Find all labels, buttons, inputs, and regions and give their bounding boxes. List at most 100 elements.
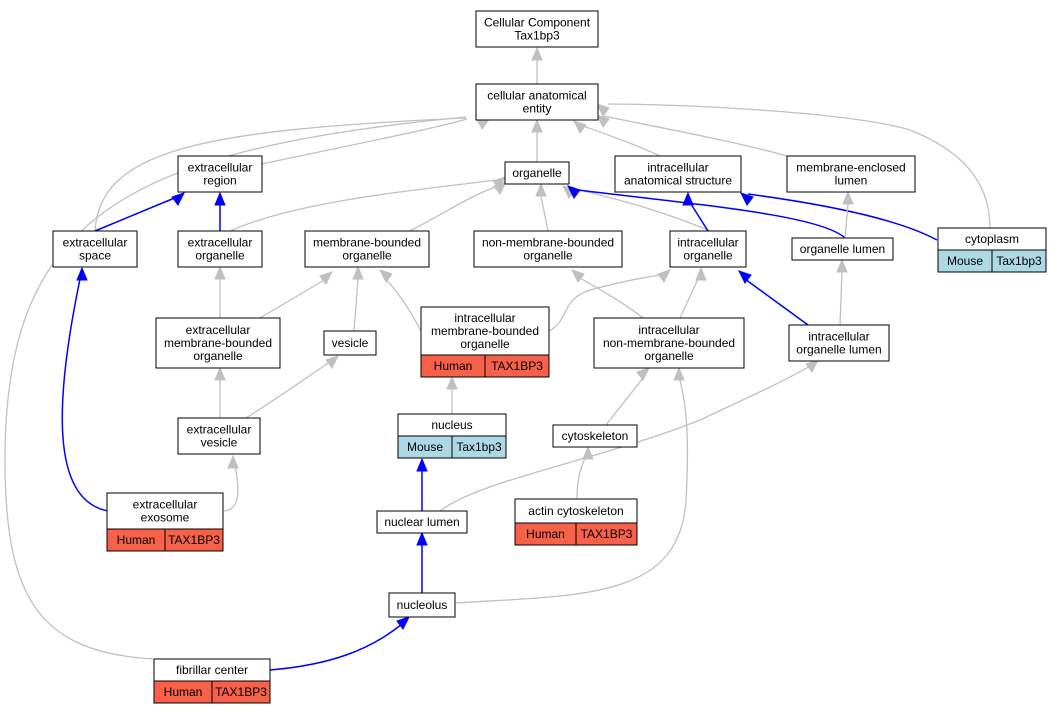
node-box xyxy=(593,317,745,369)
node-label-line: lumen xyxy=(835,174,868,188)
go-term-node-ves[interactable]: vesicle xyxy=(323,330,377,356)
is-a-arrowhead xyxy=(214,366,226,381)
node-label-line: organelle xyxy=(460,337,510,351)
node-label-line: nuclear lumen xyxy=(384,515,459,529)
species-label: Human xyxy=(117,533,156,547)
go-term-node-imbo[interactable]: intracellularmembrane-boundedorganelleHu… xyxy=(420,306,550,378)
is-a-arrowhead xyxy=(319,271,333,285)
go-term-node-nuo[interactable]: nucleolus xyxy=(388,592,456,618)
part-of-arrowhead xyxy=(171,192,185,206)
is-a-edge xyxy=(576,457,586,500)
node-label-line: organelle xyxy=(683,249,733,263)
gene-label: TAX1BP3 xyxy=(215,685,267,699)
node-label-line: extracellular xyxy=(186,323,251,337)
is-a-arrowhead xyxy=(214,265,226,280)
is-a-edge xyxy=(605,377,644,426)
node-box xyxy=(614,155,742,193)
is-a-arrowhead xyxy=(596,114,610,128)
is-a-edge xyxy=(839,271,843,326)
part-of-arrowhead xyxy=(396,616,410,630)
is-a-arrowhead xyxy=(573,120,587,134)
is-a-edge xyxy=(607,103,991,229)
part-of-arrowhead xyxy=(214,191,226,206)
go-term-node-org[interactable]: organelle xyxy=(504,161,570,185)
part-of-arrowhead xyxy=(416,531,428,546)
node-label-line: extracellular xyxy=(63,236,128,250)
node-label-line: non-membrane-bounded xyxy=(603,336,735,350)
is-a-arrowhead xyxy=(325,355,339,369)
part-of-edge xyxy=(690,203,709,232)
node-label-line: extracellular xyxy=(133,498,198,512)
go-term-node-nl[interactable]: nuclear lumen xyxy=(376,510,468,534)
node-label-line: organelle xyxy=(193,349,243,363)
node-box xyxy=(177,417,261,455)
node-box xyxy=(155,317,281,369)
node-label-line: intracellular xyxy=(647,161,708,175)
go-term-node-inmbo[interactable]: intracellularnon-membrane-boundedorganel… xyxy=(593,317,745,369)
species-label: Human xyxy=(526,527,565,541)
gene-cell xyxy=(211,680,271,704)
node-box xyxy=(788,324,890,362)
node-box xyxy=(177,230,263,268)
is-a-arrowhead xyxy=(842,190,854,205)
node-label-line: intracellular xyxy=(454,311,515,325)
gene-label: TAX1BP3 xyxy=(168,533,220,547)
gene-label: Tax1bp3 xyxy=(456,440,502,454)
node-label-line: actin cytoskeleton xyxy=(528,504,623,518)
part-of-arrowhead xyxy=(740,192,754,206)
is-a-edge xyxy=(223,465,239,512)
node-box xyxy=(669,230,747,268)
gene-label: TAX1BP3 xyxy=(491,359,543,373)
node-box xyxy=(552,424,638,448)
node-label-line: organelle xyxy=(512,166,562,180)
is-a-edge xyxy=(579,277,644,319)
part-of-edge xyxy=(577,189,846,239)
node-label-line: cytoskeleton xyxy=(562,429,629,443)
is-a-arrowhead xyxy=(352,265,364,280)
node-label-line: intracellular xyxy=(808,330,869,344)
node-label-line: non-membrane-bounded xyxy=(482,236,614,250)
is-a-arrowhead xyxy=(446,375,458,390)
node-box xyxy=(791,237,894,261)
gene-label: Tax1bp3 xyxy=(996,254,1042,268)
species-label: Mouse xyxy=(407,440,443,454)
node-label-line: organelle xyxy=(342,249,392,263)
node-label-line: fibrillar center xyxy=(176,663,248,677)
part-of-arrowhead xyxy=(567,185,581,199)
node-label-line: entity xyxy=(523,102,552,116)
node-label-line: organelle xyxy=(195,249,245,263)
is-a-edge xyxy=(439,365,811,512)
is-a-arrowhead xyxy=(582,445,594,460)
node-label-line: intracellular xyxy=(677,236,738,250)
species-label: Mouse xyxy=(947,254,983,268)
go-term-node-csk[interactable]: cytoskeleton xyxy=(552,424,638,448)
part-of-edge xyxy=(61,278,109,512)
node-label-line: vesicle xyxy=(332,336,369,350)
node-box xyxy=(473,230,623,268)
gene-cell xyxy=(164,528,224,552)
node-label-line: Cellular Component xyxy=(484,16,591,30)
go-term-node-ol[interactable]: organelle lumen xyxy=(791,237,894,261)
is-a-arrowhead xyxy=(227,454,239,469)
node-box xyxy=(475,10,599,48)
node-label-line: membrane-bounded xyxy=(431,324,539,338)
